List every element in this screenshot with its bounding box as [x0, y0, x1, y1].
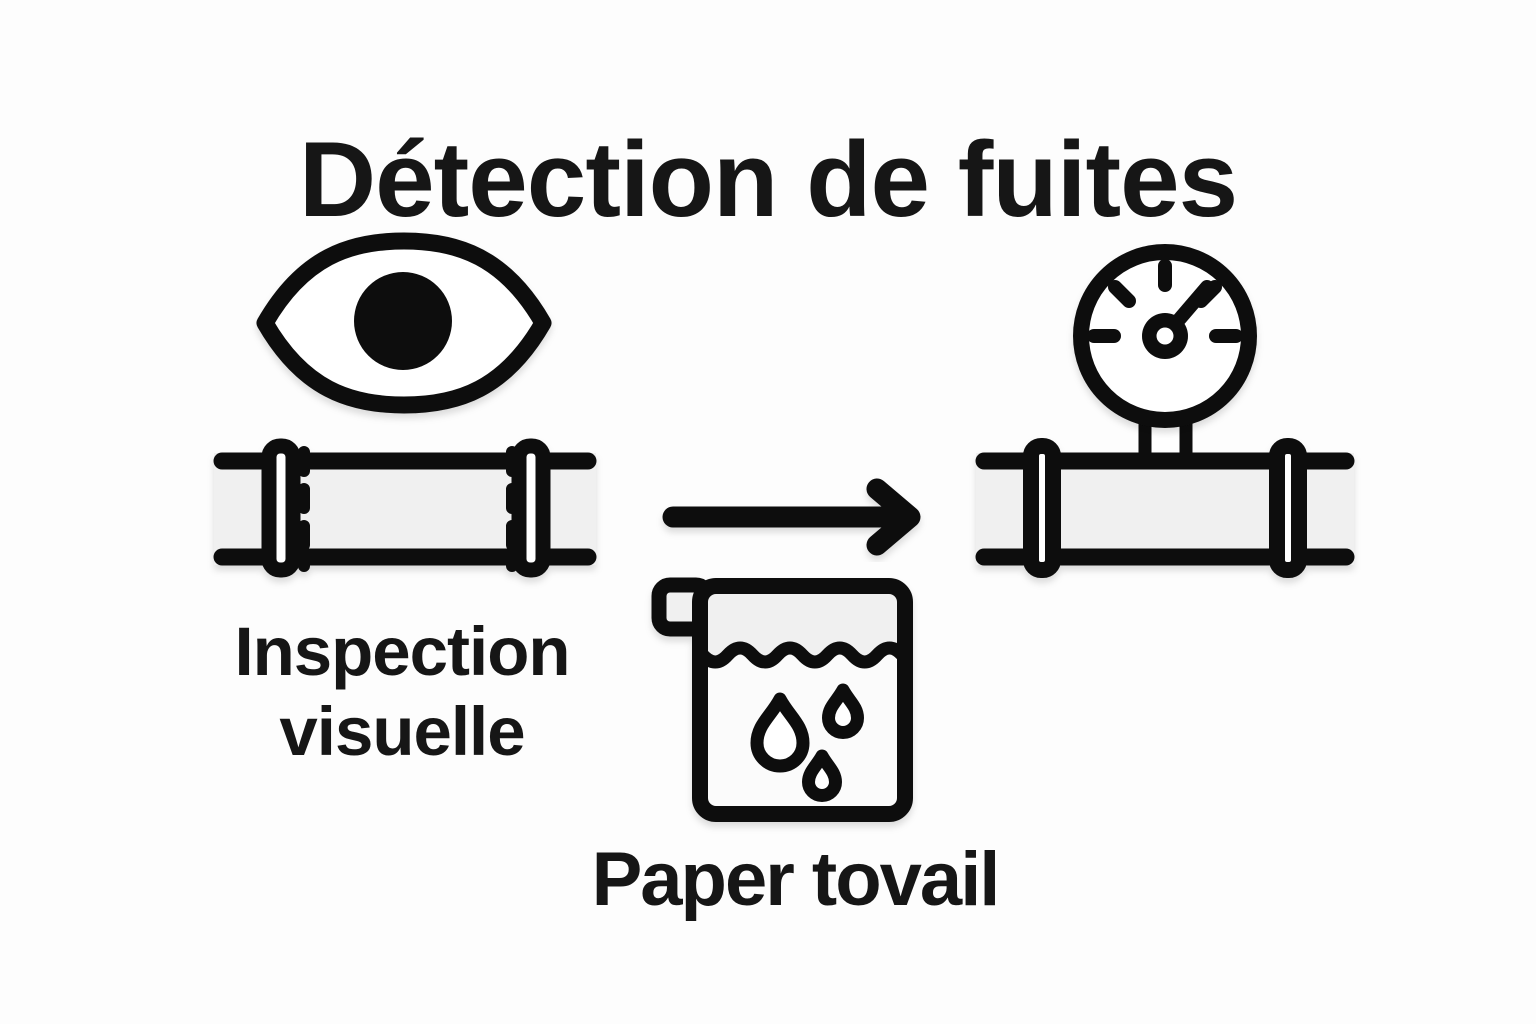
pipe-with-gauge [975, 438, 1355, 578]
pipe-flange-left [1023, 438, 1061, 578]
gauge-tick-upper-left [1108, 280, 1136, 308]
arrow-head [866, 478, 921, 556]
water-drop-icon-small-upper [822, 683, 864, 739]
pipe-flange-left [261, 438, 301, 578]
towel-body-outline [692, 578, 913, 822]
water-level-wave [696, 641, 909, 669]
pressure-gauge-icon [1073, 244, 1257, 428]
towel-wet-band [700, 586, 905, 662]
pipe-flange-right [511, 438, 551, 578]
water-drop-icon-large [750, 692, 810, 773]
label-paper-towel: Paper tovail [591, 837, 1001, 922]
gauge-hub-hole [1156, 327, 1174, 345]
water-drop-icon-small-lower [802, 749, 842, 802]
label-visual-inspection-line2: visuelle [279, 693, 525, 770]
label-visual-inspection: Inspection visuelle [102, 612, 702, 772]
label-visual-inspection-line1: Inspection [234, 613, 570, 690]
arrow-right-icon [662, 478, 921, 556]
eye-pupil [354, 272, 452, 370]
paper-towel-icon [651, 577, 913, 822]
pipe-visual-inspection [213, 438, 597, 578]
page-title: Détection de fuites [298, 118, 1238, 239]
pipe-flange-right [1269, 438, 1307, 578]
eye-icon [256, 232, 552, 414]
